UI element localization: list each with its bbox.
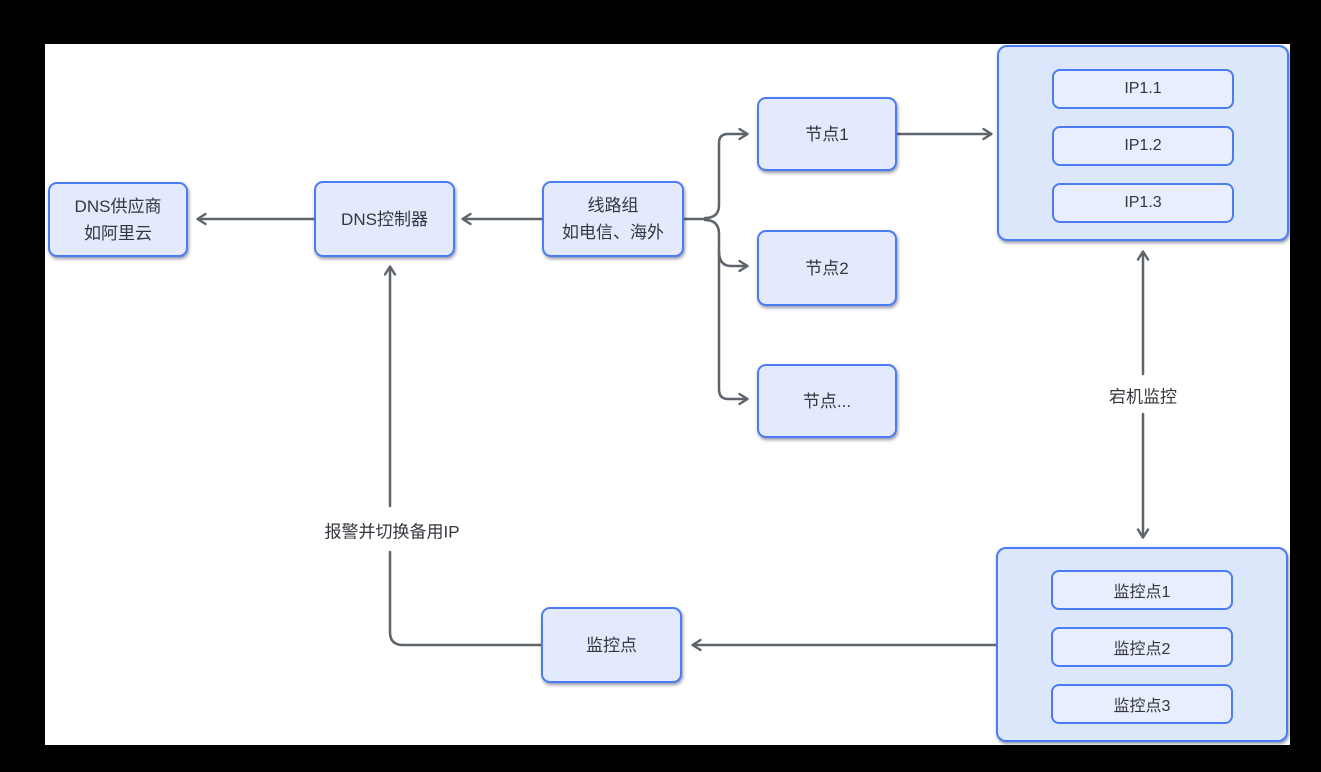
node-monitor-point[interactable]: 监控点 xyxy=(541,607,682,683)
ip-item-label: IP1.3 xyxy=(1124,194,1162,211)
node-dns-provider-line2: 如阿里云 xyxy=(84,223,152,243)
edge-linegroup-to-node2 xyxy=(717,249,749,273)
node-line-group-line2: 如电信、海外 xyxy=(562,223,664,242)
node-2-label: 节点2 xyxy=(805,258,849,278)
monitor-item-label: 监控点2 xyxy=(1113,641,1171,658)
ip-item[interactable]: IP1.3 xyxy=(1052,183,1234,223)
node-line-group-line1: 线路组 xyxy=(587,196,639,215)
node-more-label: 节点... xyxy=(802,391,852,411)
edge-monitor-point-corner xyxy=(388,550,543,647)
edge-label-downtime-monitoring: 宕机监控 xyxy=(1109,387,1177,407)
edge-linegroup-to-node-more xyxy=(703,218,749,406)
monitor-item[interactable]: 监控点3 xyxy=(1051,684,1233,724)
edge-linegroup-to-node1 xyxy=(703,127,749,220)
node-1-label: 节点1 xyxy=(805,124,849,144)
ip-item-label: IP1.2 xyxy=(1124,137,1162,154)
monitor-item[interactable]: 监控点1 xyxy=(1051,570,1233,610)
panel-ip-group[interactable]: IP1.1 IP1.2 IP1.3 xyxy=(997,45,1289,241)
node-1[interactable]: 节点1 xyxy=(757,97,897,171)
node-line-group[interactable]: 线路组 如电信、海外 xyxy=(542,181,684,257)
node-more[interactable]: 节点... xyxy=(757,364,897,438)
node-dns-provider[interactable]: DNS供应商 如阿里云 xyxy=(48,182,188,257)
ip-item-label: IP1.1 xyxy=(1124,80,1162,97)
ip-item[interactable]: IP1.1 xyxy=(1052,69,1234,109)
ip-item[interactable]: IP1.2 xyxy=(1052,126,1234,166)
edge-label-alert-and-switch-backup-ip: 报警并切换备用IP xyxy=(324,522,460,542)
node-dns-controller[interactable]: DNS控制器 xyxy=(314,181,455,257)
monitor-item[interactable]: 监控点2 xyxy=(1051,627,1233,667)
node-2[interactable]: 节点2 xyxy=(757,230,897,306)
monitor-item-label: 监控点1 xyxy=(1113,584,1171,601)
monitor-item-label: 监控点3 xyxy=(1113,698,1171,715)
node-monitor-point-label: 监控点 xyxy=(586,635,637,655)
panel-monitor-group[interactable]: 监控点1 监控点2 监控点3 xyxy=(996,547,1288,742)
node-dns-controller-label: DNS控制器 xyxy=(341,209,428,229)
node-dns-provider-line1: DNS供应商 xyxy=(74,196,162,216)
